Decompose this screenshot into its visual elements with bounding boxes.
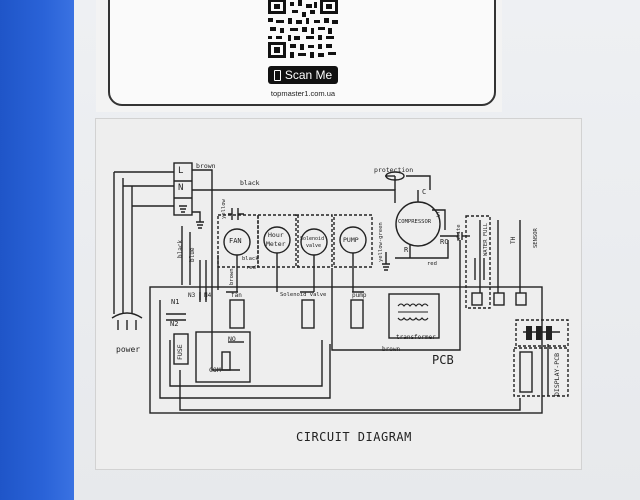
wire-label-black-fan: black [242,256,259,262]
pcb-label: PCB [432,353,454,367]
power-label: power [116,345,141,354]
scan-me-button[interactable]: Scan Me [268,66,338,84]
circuit-diagram-sheet [95,118,582,470]
wire-label-black-top: black [240,179,260,187]
wire-label-yellow: yellow [221,199,227,219]
pcb-fan: fan [231,292,242,299]
sensor-label: SENSOR [533,228,539,248]
wire-label-brown-bottom: brown [382,346,401,353]
compressor-terminal-r: R [404,246,409,254]
pcb-n3: N3 [188,292,196,299]
diagram-title: CIRCUIT DIAGRAM [296,430,412,444]
terminal-l: L [178,166,184,176]
pcb-n4: N4 [204,292,212,299]
pcb-com: COM [209,366,221,374]
display-pcb-label: DISPLAY-PCB [553,352,561,396]
pcb-fuse: FUSE [176,344,184,360]
wire-label-brown-fan: brown [229,268,235,285]
rc-label: RC [440,238,449,246]
scan-me-label: Scan Me [284,68,333,82]
water-full-label: WATER FULL [483,222,489,256]
fan-label: FAN [229,237,242,245]
protection-label: protection [374,166,414,174]
compressor-terminal-s: S [436,211,441,219]
qr-code[interactable] [266,0,340,60]
website-url: topmaster1.com.ua [270,89,336,98]
pcb-n1: N1 [171,298,180,306]
solenoid-label-2: valve [306,243,322,249]
wire-label-blue: blue [189,247,196,262]
wire-label-white: white [456,224,462,241]
wire-label-brown-top: brown [196,162,216,170]
compressor-label: COMPRESSOR [398,219,432,225]
wire-label-red-comp: red [427,261,437,267]
wire-label-red-fan: red [246,265,256,271]
pcb-n2: N2 [170,320,179,328]
wire-label-yellow-green: yellow-green [378,222,384,262]
pump-label: PUMP [343,236,359,244]
pcb-no: NO [228,335,236,343]
terminal-n: N [178,183,184,193]
phone-icon [273,69,281,81]
wire-label-black-left: black [177,239,184,258]
pcb-solenoid-valve: Solenoid valve [280,292,327,298]
pcb-transformer: transformer [396,334,436,341]
solenoid-label-1: Solenoid [300,236,325,242]
blue-cabinet-edge [0,0,74,500]
th-label: TH [510,236,517,244]
compressor-terminal-c: C [422,188,427,196]
hour-meter-label-1: Hour [268,231,284,239]
pcb-pump: pump [352,292,367,299]
hour-meter-label-2: Meter [266,240,286,248]
